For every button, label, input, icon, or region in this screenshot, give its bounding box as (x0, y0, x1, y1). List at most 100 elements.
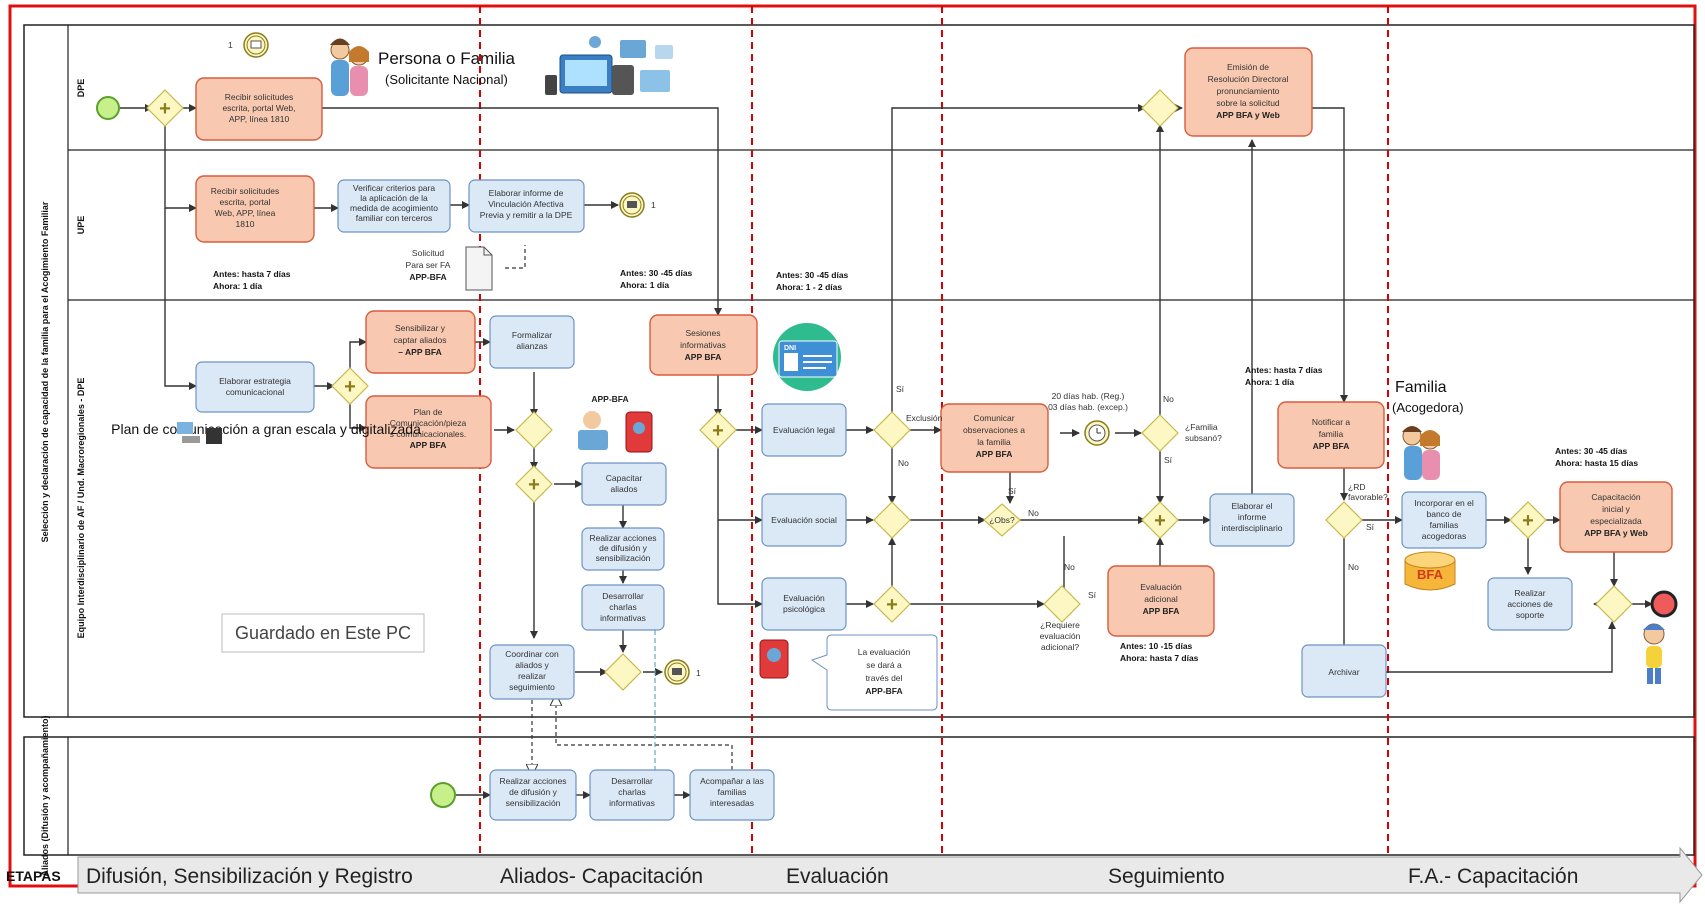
svg-text:¿Obs?: ¿Obs? (989, 515, 1015, 525)
task-incorporar[interactable] (1401, 491, 1487, 549)
database-icon (1404, 551, 1456, 591)
stages-label: ETAPAS (6, 868, 61, 884)
task-desarrollar-ch[interactable] (581, 584, 665, 631)
events (96, 32, 1678, 808)
task-realizar-soporte[interactable] (1487, 577, 1573, 631)
task-formalizar[interactable] (489, 315, 575, 369)
task-sensibilizar[interactable] (365, 310, 476, 374)
svg-text:Sí: Sí (896, 384, 905, 394)
rd-gateway (1325, 501, 1363, 539)
parallel-gateway: + (1141, 501, 1179, 539)
svg-text:No: No (1064, 562, 1075, 572)
lane-upe: UPE (76, 216, 86, 235)
task-ev-psico[interactable] (761, 577, 847, 631)
gateways: + + + + + + + (146, 89, 1633, 691)
svg-text:Sí: Sí (1008, 486, 1017, 496)
task-estrategia[interactable] (195, 361, 315, 413)
exclusive-gateway (1595, 585, 1633, 623)
familia-subtitle: (Acogedora) (1392, 400, 1464, 415)
task-ev-legal[interactable] (761, 403, 847, 457)
svg-text:+: + (344, 376, 356, 398)
svg-text:+: + (1154, 510, 1166, 532)
stage-2: Aliados- Capacitación (500, 865, 703, 888)
task-capacitar[interactable] (581, 462, 667, 506)
connectors (120, 104, 1653, 799)
document-icon (465, 246, 493, 291)
task-coordinar[interactable] (489, 644, 575, 700)
task-recibir-dpe[interactable] (195, 77, 323, 141)
lane-equipo: Equipo Interdisciplinario de AF / Und. M… (76, 378, 86, 639)
database-label: BFA (1417, 567, 1444, 582)
familia-title: Familia (1395, 379, 1447, 396)
task-comunicar[interactable] (940, 403, 1049, 473)
family-acogedora-icon (1402, 426, 1440, 480)
eval-note (810, 634, 938, 711)
parallel-gateway: + (873, 585, 911, 623)
svg-text:+: + (712, 420, 724, 442)
plan-text: Plan de comunicación a gran escala y dig… (111, 421, 421, 437)
task-plan-com[interactable] (365, 395, 492, 469)
app-bfa-label: APP-BFA (591, 394, 628, 404)
task-elaborar-inter[interactable] (1209, 493, 1295, 547)
task-ev-social[interactable] (761, 493, 847, 547)
exclusive-gateway (515, 411, 553, 449)
svg-text:+: + (159, 98, 171, 120)
task-realizar-dif[interactable] (581, 527, 665, 571)
task-elaborar-informe[interactable] (468, 179, 585, 233)
parallel-gateway: + (699, 411, 737, 449)
task-al-realizar[interactable] (489, 769, 577, 821)
exclusive-gateway (604, 653, 642, 691)
task-ev-adicional[interactable] (1107, 565, 1215, 637)
task-emision[interactable] (1184, 47, 1313, 137)
svg-text:No: No (1163, 394, 1174, 404)
svg-text:No: No (898, 458, 909, 468)
svg-text:20 días hab. (Reg.)03 días hab: 20 días hab. (Reg.)03 días hab. (excep.) (1048, 391, 1128, 412)
saved-badge (221, 613, 425, 653)
parallel-gateway: + (331, 367, 369, 405)
task-archivar[interactable] (1301, 644, 1387, 698)
saved-text: Guardado en Este PC (235, 623, 411, 643)
message-event-upe (619, 192, 645, 218)
svg-text:+: + (886, 594, 898, 616)
event-label-3: 1 (696, 668, 701, 678)
task-notificar[interactable] (1277, 401, 1385, 469)
task-capacitacion[interactable] (1559, 481, 1673, 553)
gateway-labels: Sí Exclusión No ¿Obs? Sí No 20 días hab.… (896, 384, 1388, 652)
task-verificar[interactable] (337, 179, 451, 233)
task-al-desarrollar[interactable] (589, 769, 675, 821)
child-icon (1643, 623, 1665, 684)
stage-4: Seguimiento (1108, 865, 1225, 888)
task-recibir-upe[interactable] (195, 175, 315, 243)
task-sesiones[interactable] (649, 314, 758, 376)
svg-text:+: + (1522, 510, 1534, 532)
persona-title: Persona o Familia (378, 49, 516, 68)
lane-aliados: Aliados (Difusión y acompañamiento) (40, 715, 50, 876)
exclusive-gateway (873, 411, 911, 449)
subsano-gateway (1141, 414, 1179, 452)
start-event-aliados (430, 782, 456, 808)
parallel-gateway: + (515, 465, 553, 503)
svg-text:Evaluación social: Evaluación social (771, 515, 837, 525)
svg-text:Sí: Sí (1164, 455, 1173, 465)
parallel-gateway: + (1509, 501, 1547, 539)
lane-dpe: DPE (76, 79, 86, 98)
task-al-acompanar[interactable] (689, 769, 775, 821)
